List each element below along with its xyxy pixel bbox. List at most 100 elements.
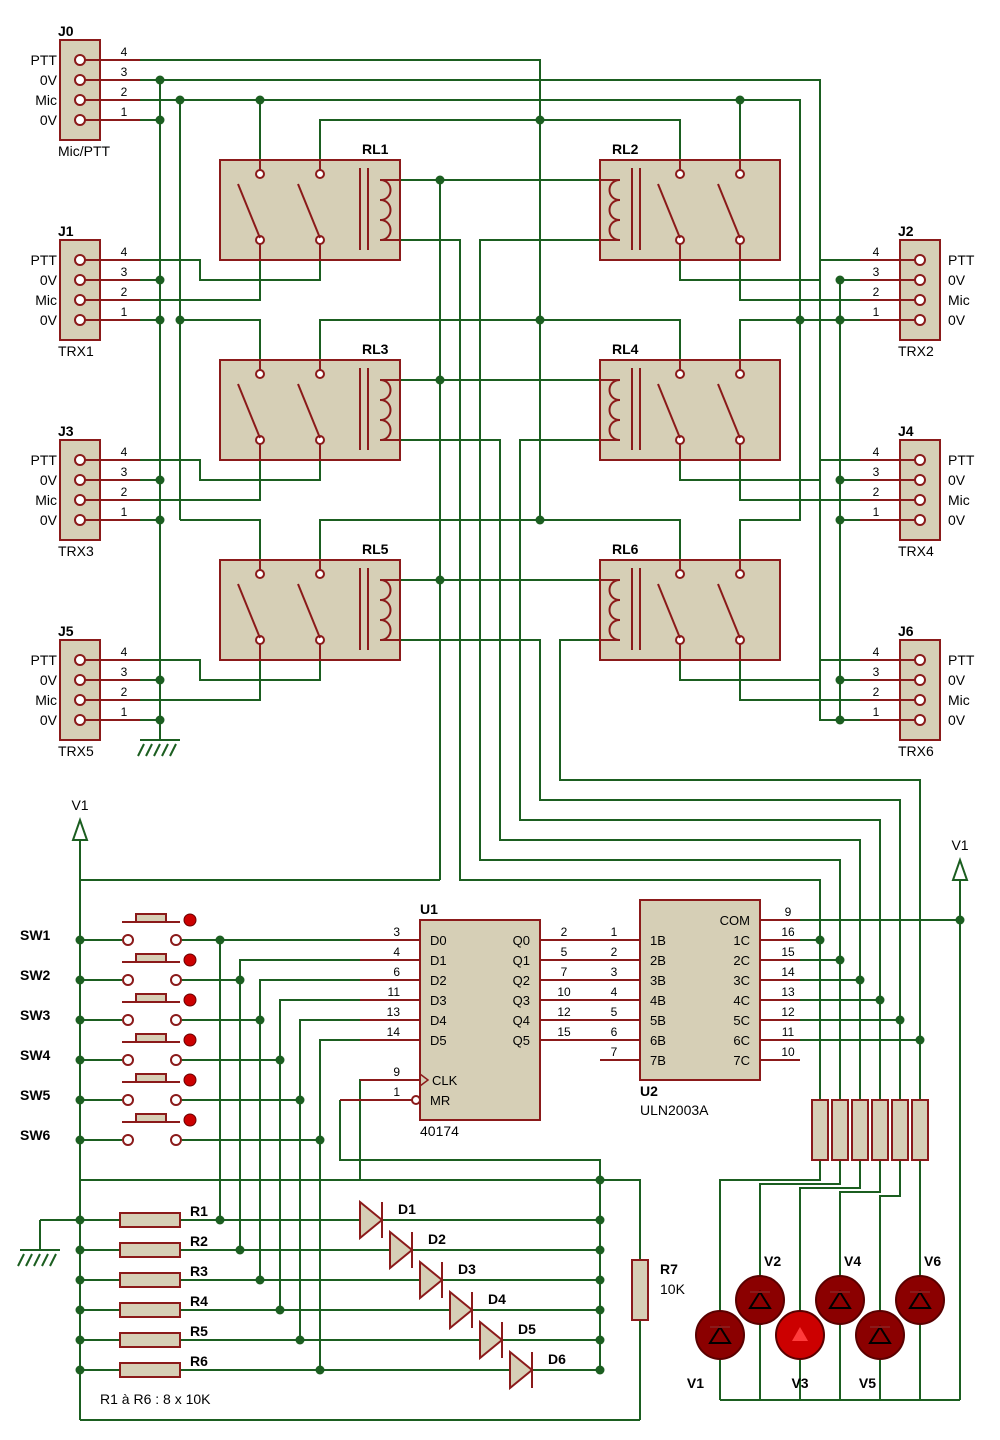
junction-dot: [75, 1135, 85, 1145]
u1-pin-name: Q0: [513, 933, 530, 948]
supply-arrow: [71, 816, 89, 841]
resistor-ref: R1: [190, 1203, 208, 1219]
connector-pin-number: 2: [121, 685, 128, 699]
connector-pin: [914, 694, 926, 706]
wire: [319, 1039, 360, 1370]
relay-coil: [379, 379, 392, 441]
u1-pin-number: 3: [393, 925, 400, 939]
u2-pin-name: COM: [720, 913, 750, 928]
wire: [799, 1160, 861, 1311]
relay-switch-blade: [657, 583, 681, 639]
diode-body: [419, 1259, 444, 1301]
ground-hatch: [33, 1253, 41, 1267]
connector-pin: [914, 294, 926, 306]
relay-contact: [315, 569, 325, 579]
relay-switch-blade: [237, 183, 261, 239]
connector-pin-number: 3: [873, 465, 880, 479]
connector-pin: [74, 274, 86, 286]
connector-name: TRX4: [898, 543, 934, 559]
junction-dot: [155, 675, 165, 685]
u2-ref: U2: [640, 1083, 658, 1099]
relay-switch-blade: [717, 383, 741, 439]
relay-body: [599, 159, 781, 261]
resistor-body: [119, 1332, 181, 1348]
u1-pin-name: Q5: [513, 1033, 530, 1048]
connector-ref: J4: [898, 423, 914, 439]
ground-hatch: [17, 1253, 25, 1267]
connector-pin-number: 3: [121, 465, 128, 479]
switch-indicator-icon: [183, 1113, 197, 1127]
connector-signal-label: 0V: [948, 712, 966, 728]
led-ref: V3: [791, 1375, 808, 1391]
wire: [679, 659, 860, 681]
connector-pin: [74, 74, 86, 86]
supply-label: V1: [71, 797, 88, 813]
relay-contact: [315, 369, 325, 379]
led-ref: V1: [687, 1375, 704, 1391]
diode-body: [449, 1289, 474, 1331]
connector-pin: [914, 254, 926, 266]
led-resistor-body: [911, 1099, 929, 1161]
junction-dot: [855, 975, 865, 985]
led-diode-symbol: [868, 1325, 892, 1344]
u1-pin-name: D2: [430, 973, 447, 988]
relay-ref: RL1: [362, 141, 389, 157]
led-resistor-body: [851, 1099, 869, 1161]
wire: [739, 320, 801, 560]
u1-pin-name: D0: [430, 933, 447, 948]
resistor-ref: R2: [190, 1233, 208, 1249]
resistor-r7-body: [631, 1259, 649, 1321]
connector-pin: [914, 674, 926, 686]
u1-pin-number: 9: [393, 1065, 400, 1079]
connector-signal-label: 0V: [40, 72, 58, 88]
u2-pin-name: 7C: [733, 1053, 750, 1068]
connector-signal-label: 0V: [40, 712, 58, 728]
u1-ref: U1: [420, 901, 438, 917]
u1-body: [419, 919, 541, 1121]
led-ref: V2: [764, 1253, 781, 1269]
relay-body: [219, 559, 401, 661]
u1-clk-name: CLK: [432, 1073, 458, 1088]
junction-dot: [75, 1365, 85, 1375]
u2-pin-name: 6B: [650, 1033, 666, 1048]
connector-pin: [74, 474, 86, 486]
connector-signal-label: Mic: [35, 692, 57, 708]
led-body: [815, 1275, 865, 1325]
wires: [40, 59, 965, 1421]
u2-pin-number: 1: [611, 925, 618, 939]
connector-ref: J1: [58, 223, 74, 239]
u2-pin-name: 2B: [650, 953, 666, 968]
connector-name: TRX2: [898, 343, 934, 359]
connector-pin-number: 2: [873, 685, 880, 699]
connector-signal-label: PTT: [31, 652, 58, 668]
relay-coil: [608, 379, 621, 441]
connector-pin-number: 4: [121, 245, 128, 259]
switch-contact: [170, 1094, 182, 1106]
relay-contact: [735, 369, 745, 379]
ground-hatch: [169, 743, 177, 757]
led-diode-symbol: [828, 1290, 852, 1309]
connector-signal-label: 0V: [948, 472, 966, 488]
resistor-ref: R6: [190, 1353, 208, 1369]
junction-dot: [595, 1175, 605, 1185]
u2-pin-number: 4: [611, 985, 618, 999]
connector-pin-number: 1: [121, 105, 128, 119]
wire: [479, 239, 841, 1100]
u1-pin-name: Q2: [513, 973, 530, 988]
switch-button: [135, 1033, 167, 1043]
u1-pin-number: 1: [393, 1085, 400, 1099]
u2-pin-name: 6C: [733, 1033, 750, 1048]
connector-pin: [74, 94, 86, 106]
relay-contact: [255, 169, 265, 179]
u2-pin-number: 7: [611, 1045, 618, 1059]
connector-pin-number: 3: [873, 665, 880, 679]
diode-body: [389, 1229, 414, 1271]
wire: [739, 319, 800, 360]
junction-dot: [955, 915, 965, 925]
u2-pin-number: 5: [611, 1005, 618, 1019]
relay-body: [599, 559, 781, 661]
u2-pin-number: 3: [611, 965, 618, 979]
switch-button: [135, 993, 167, 1003]
connector-signal-label: 0V: [40, 112, 58, 128]
relay-contact: [735, 569, 745, 579]
